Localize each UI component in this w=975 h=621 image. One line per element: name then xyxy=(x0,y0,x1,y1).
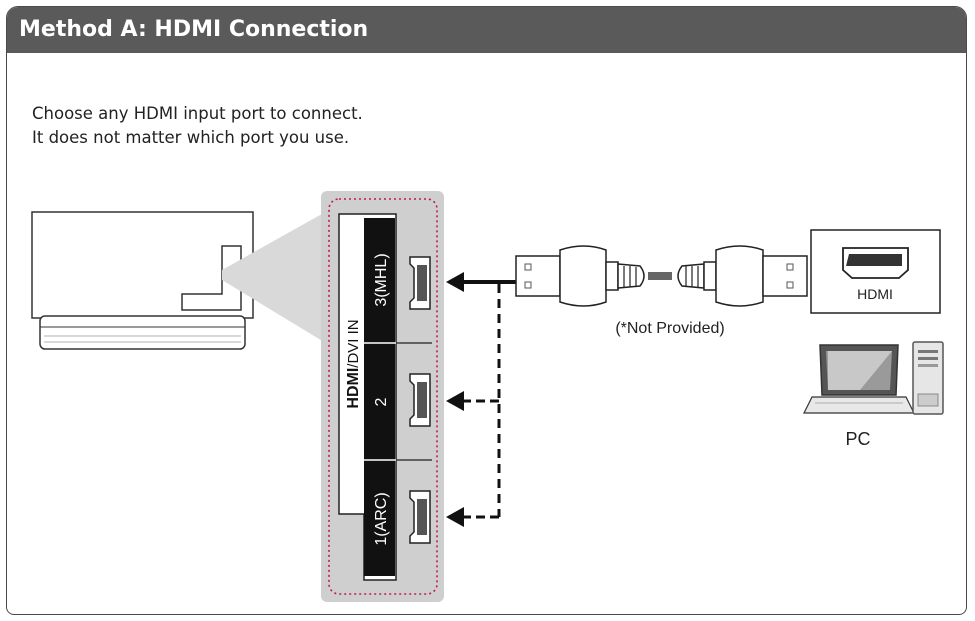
hdmi-port-3 xyxy=(409,256,431,310)
panel-heading: HDMI/DVI IN xyxy=(345,319,362,408)
instruction-line-1: Choose any HDMI input port to connect. xyxy=(32,104,363,123)
page-title: Method A: HDMI Connection xyxy=(7,7,966,53)
pc-port-label: HDMI xyxy=(857,286,893,302)
hdmi-port-1 xyxy=(409,490,431,544)
panel-brand: HDMI xyxy=(345,368,362,409)
port-label-1: 1(ARC) xyxy=(373,492,390,545)
pc-icon xyxy=(803,341,944,415)
hdmi-cable xyxy=(515,245,808,307)
port-label-3: 3(MHL) xyxy=(373,253,390,306)
pc-hdmi-port xyxy=(810,229,941,314)
instructions: Choose any HDMI input port to connect. I… xyxy=(32,102,363,150)
zoom-callout xyxy=(222,210,329,345)
cable-note: (*Not Provided) xyxy=(615,320,724,337)
connection-arrows xyxy=(446,272,516,527)
instruction-line-2: It does not matter which port you use. xyxy=(32,128,350,147)
pc-label: PC xyxy=(845,429,870,449)
tv-rear-view xyxy=(31,211,254,350)
panel-heading-suffix: /DVI IN xyxy=(345,319,362,367)
hdmi-port-2 xyxy=(409,373,431,427)
port-label-2: 2 xyxy=(373,397,390,406)
